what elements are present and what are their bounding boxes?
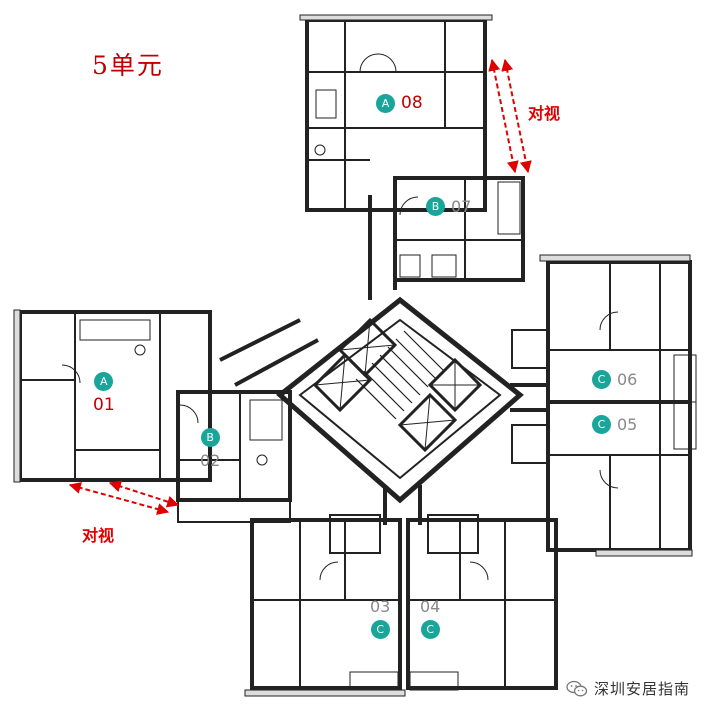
wechat-logo-icon — [566, 680, 588, 696]
central-core — [276, 296, 524, 504]
unit-01-plan — [13, 309, 212, 483]
watermark-text: 深圳安居指南 — [594, 680, 691, 698]
unit-number: 08 — [401, 93, 423, 113]
watermark: 深圳安居指南 — [566, 678, 690, 699]
unit-label-05: C 05 — [592, 415, 637, 434]
sightline-arrows — [68, 58, 532, 515]
unit-08-plan — [299, 14, 493, 212]
unit-label-08: A 08 — [376, 93, 423, 113]
sightline-note-bottom: 对视 — [82, 526, 115, 545]
unit-label-04: 04 C — [420, 597, 440, 639]
unit-label-01: A 01 — [93, 372, 115, 415]
unit-04-plan — [406, 514, 558, 691]
elevator-cross-marks — [314, 319, 480, 451]
unit-number: 05 — [617, 415, 638, 434]
unit-07-plan — [393, 176, 525, 282]
unit-number: 03 — [370, 597, 391, 616]
unit-03-plan — [244, 514, 406, 697]
unit-type-badge: C — [420, 620, 440, 639]
unit-number: 07 — [451, 197, 472, 216]
unit-type-badge: C — [592, 415, 611, 434]
unit-02-plan — [176, 390, 292, 523]
unit-number: 02 — [200, 451, 221, 470]
unit-type-badge: B — [426, 197, 445, 216]
building-unit-title: 5单元 — [92, 51, 164, 80]
unit-number: 01 — [93, 395, 115, 415]
unit-label-07: B 07 — [426, 197, 471, 216]
unit-05-plan — [511, 400, 697, 557]
unit-label-06: C 06 — [592, 370, 637, 389]
unit-type-badge: C — [370, 620, 390, 639]
unit-number: 04 — [420, 597, 441, 616]
unit-type-badge: A — [94, 372, 114, 391]
stair-treads — [355, 330, 445, 420]
unit-type-badge: C — [592, 370, 611, 389]
unit-label-02: B 02 — [200, 428, 220, 470]
sightline-note-top: 对视 — [528, 104, 561, 123]
unit-type-badge: A — [376, 93, 395, 113]
unit-type-badge: B — [200, 428, 220, 447]
unit-label-03: 03 C — [370, 597, 390, 639]
unit-number: 06 — [617, 370, 638, 389]
